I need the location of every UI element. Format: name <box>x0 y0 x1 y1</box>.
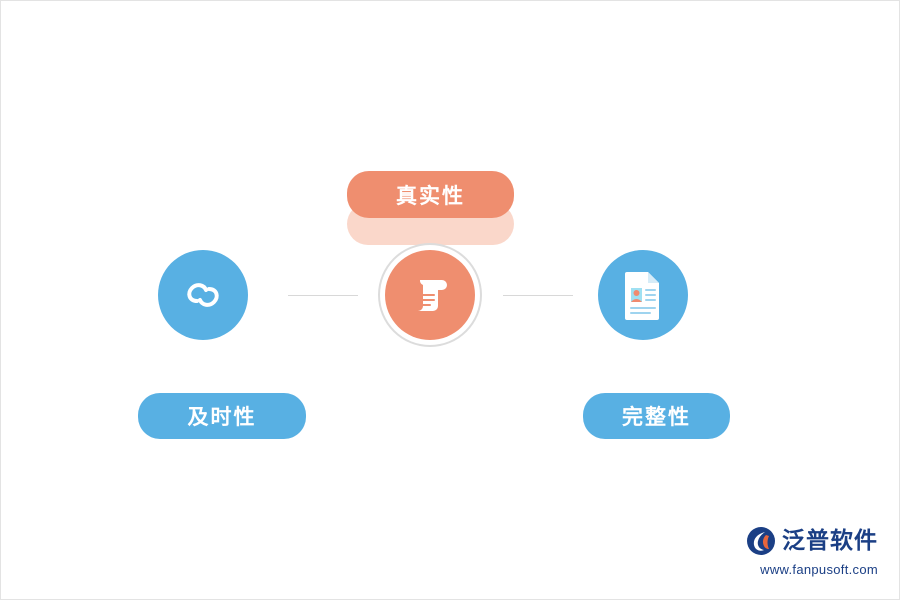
watermark-url: www.fanpusoft.com <box>760 561 878 577</box>
connector-right <box>503 295 573 296</box>
pill-timeliness[interactable]: 及时性 <box>138 393 306 439</box>
node-timeliness[interactable] <box>158 250 248 340</box>
watermark-brand-name: 泛普软件 <box>782 527 878 553</box>
node-completeness[interactable] <box>598 250 688 340</box>
id-card-document-icon <box>620 269 666 321</box>
pill-completeness[interactable]: 完整性 <box>583 393 730 439</box>
fanpu-logo-icon <box>746 526 776 556</box>
chain-link-icon <box>177 269 229 321</box>
watermark: 泛普软件 www.fanpusoft.com <box>722 520 878 582</box>
watermark-brand-row: 泛普软件 <box>746 526 878 556</box>
connector-left <box>288 295 358 296</box>
scroll-document-icon <box>406 271 454 319</box>
pill-timeliness-label: 及时性 <box>187 406 257 429</box>
pill-truthfulness[interactable]: 真实性 <box>347 171 514 218</box>
pill-completeness-label: 完整性 <box>622 406 691 429</box>
pill-truthfulness-label: 真实性 <box>396 184 465 208</box>
node-truthfulness[interactable] <box>385 250 475 340</box>
